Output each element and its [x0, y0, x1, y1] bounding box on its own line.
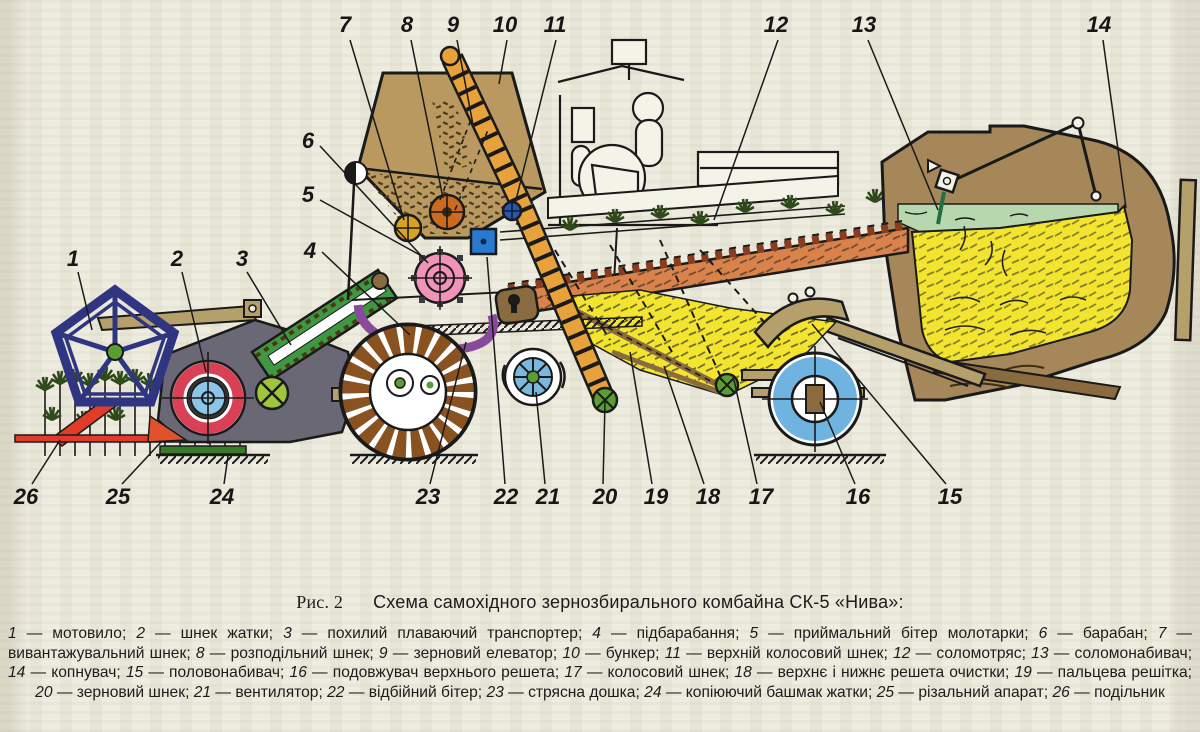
- leader-line: [456, 39, 475, 131]
- front-wheel: [338, 322, 478, 462]
- legend-item: 8 — розподільний шнек: [195, 644, 370, 662]
- leader-line: [410, 39, 444, 199]
- legend-item: 16 — подовжувач верхнього решета: [289, 664, 555, 681]
- header-auger: [162, 352, 254, 444]
- leader-line: [223, 455, 229, 485]
- leader-line: [246, 271, 292, 346]
- figure-title: Схема самохідного зернозбирального комба…: [373, 592, 904, 612]
- leader-line: [811, 323, 947, 485]
- leader-line: [349, 39, 405, 221]
- rebound-beater: [469, 227, 498, 256]
- copying-shoe: [159, 445, 247, 455]
- legend-item: 14 — копнувач: [8, 664, 117, 681]
- reel: [50, 284, 180, 407]
- leader-line: [535, 391, 546, 485]
- rear-door-plate: [1173, 178, 1198, 342]
- legend-item: 3 — похилий плаваючий транспортер: [283, 625, 578, 642]
- figure-number: Рис. 2: [296, 592, 344, 612]
- unloading-tube: [345, 162, 356, 184]
- cleaning-fan: [501, 347, 566, 407]
- legend-item: 6 — барабан: [1038, 625, 1144, 642]
- legend-item: 22 — відбійний бітер: [327, 683, 478, 701]
- legend-item: 25 — різальний апарат: [876, 683, 1044, 701]
- copnuvach: [880, 116, 1198, 402]
- leader-line: [602, 401, 606, 485]
- leader-line: [319, 199, 421, 256]
- combine-diagram: [14, 38, 1198, 485]
- legend-item: 20 — зерновий шнек: [35, 683, 186, 701]
- legend-item: 5 — приймальний бітер молотарки: [749, 625, 1025, 642]
- legend-item: 23 — стрясна дошка: [486, 683, 636, 701]
- legend-item: 1 — мотовило: [8, 625, 122, 642]
- leader-line: [514, 39, 557, 205]
- leader-line: [867, 39, 939, 211]
- straw-mat: [499, 174, 886, 241]
- figure-caption: Рис. 2 Схема самохідного зернозбирального…: [0, 592, 1200, 613]
- leader-line: [181, 271, 207, 373]
- leader-lines: [31, 39, 1127, 485]
- leader-line: [429, 341, 467, 485]
- legend-item: 2 — шнек жатки: [136, 625, 269, 642]
- leader-line: [486, 256, 506, 485]
- leader-line: [31, 439, 61, 485]
- legend-item: 17 — колосовий шнек: [564, 664, 725, 681]
- legend-item: 19 — пальцева решітка: [1014, 664, 1188, 681]
- figure-legend: 1 — мотовило; 2 — шнек жатки; 3 — похили…: [8, 625, 1193, 701]
- legend-item: 11 — верхній колосовий шнек: [664, 644, 884, 662]
- legend-item: 9 — зерновий елеватор: [378, 644, 553, 662]
- legend-item: 4 — підбарабання: [592, 625, 736, 642]
- leader-line: [1102, 39, 1127, 209]
- grain-elevator-lower: [512, 203, 619, 414]
- leader-line: [319, 145, 429, 264]
- legend-item: 15 — половонабивач: [125, 664, 281, 681]
- leader-line: [733, 379, 758, 485]
- leader-line: [819, 401, 856, 485]
- leader-line: [629, 351, 653, 485]
- leader-line: [77, 271, 93, 331]
- legend-item: 10 — бункер: [562, 644, 656, 662]
- legend-item: 26 — подільник: [1052, 683, 1165, 701]
- leader-line: [498, 39, 508, 85]
- reel-arm: [96, 299, 262, 332]
- inclined-conveyor: [250, 268, 399, 411]
- legend-item: 24 — копіюючий башмак жатки: [644, 683, 869, 701]
- legend-item: 7 — вивантажувальний шнек: [8, 625, 1193, 662]
- legend-item: 18 — верхнє і нижнє решета очистки: [734, 664, 1005, 681]
- leader-line: [713, 39, 779, 221]
- rear-wheel: [762, 346, 868, 452]
- leader-line: [121, 440, 163, 485]
- leader-line: [321, 251, 411, 336]
- leader-line: [663, 365, 705, 485]
- trip-linkage: [927, 116, 1102, 225]
- legend-item: 12 — соломотряс: [893, 644, 1022, 662]
- legend-item: 21 — вентилятор: [193, 683, 319, 701]
- legend-item: 13 — соломонабивач: [1031, 644, 1188, 662]
- ground-hatching: [156, 453, 886, 464]
